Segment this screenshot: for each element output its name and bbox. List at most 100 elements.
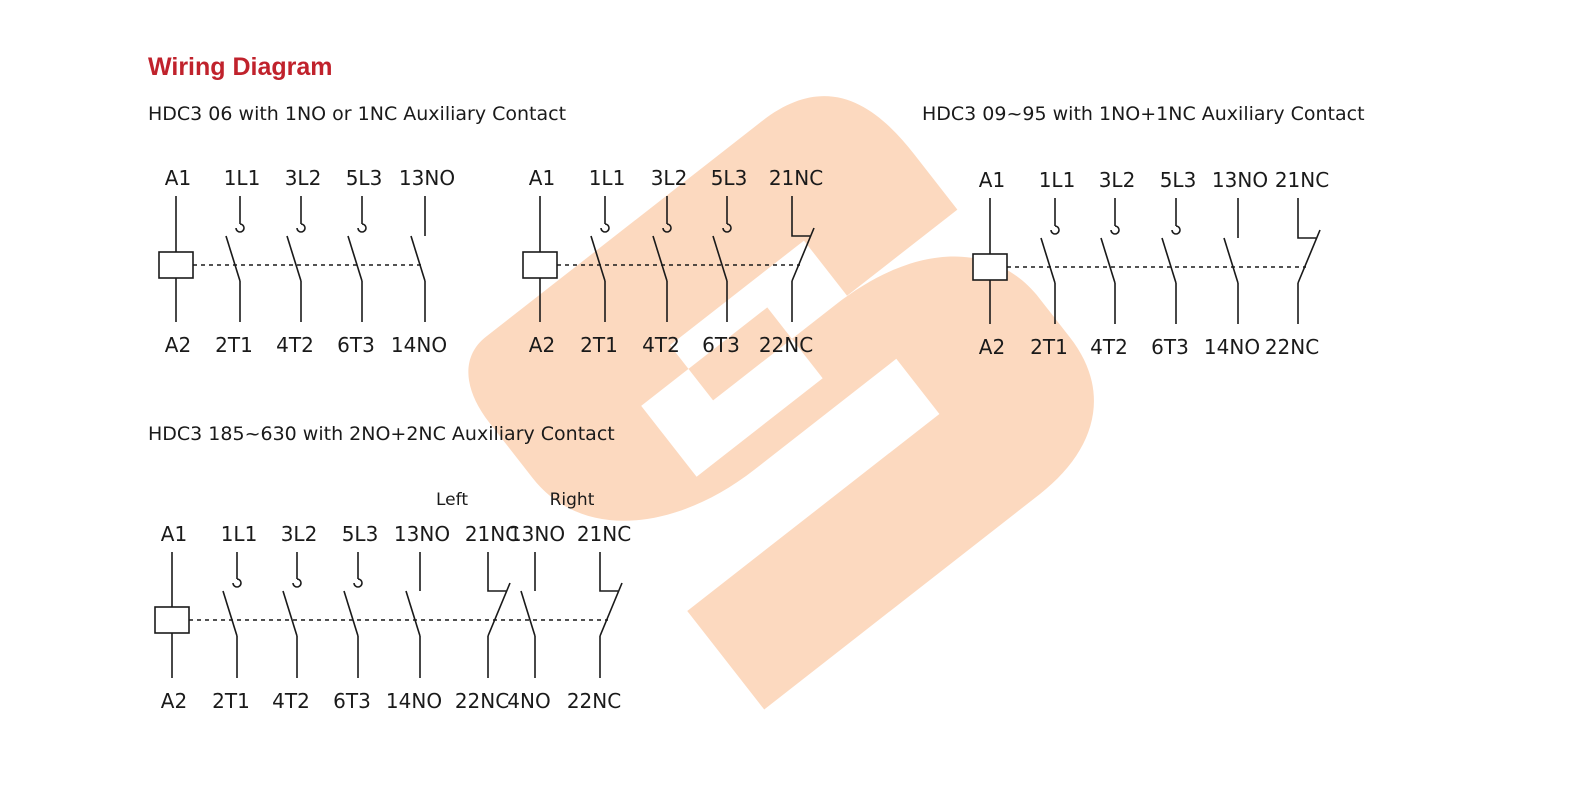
contact-blade — [712, 235, 728, 282]
terminal-bottom-label: A2 — [165, 333, 191, 357]
arc-chute-symbol — [1171, 225, 1181, 235]
terminal-bottom-label: 4T2 — [276, 333, 314, 357]
terminal-top-label: 5L3 — [346, 166, 383, 190]
contact-blade — [286, 235, 302, 282]
no-contact-blade — [1223, 237, 1239, 284]
contact-blade — [222, 590, 238, 637]
contact-blade — [1100, 237, 1116, 284]
terminal-top-label: 5L3 — [1160, 168, 1197, 192]
contact-blade — [590, 235, 606, 282]
nc-wire-top — [791, 196, 810, 237]
arc-chute-symbol — [357, 223, 367, 233]
terminal-main: 3L2 4T2 — [272, 522, 317, 713]
arc-chute-symbol — [600, 223, 610, 233]
terminal-top-label: A1 — [161, 522, 187, 546]
terminal-top-label: A1 — [979, 168, 1005, 192]
terminal-bottom-label: 22NC — [759, 333, 813, 357]
arc-chute-symbol — [296, 223, 306, 233]
terminal-no: 13NO 4NO — [507, 522, 565, 713]
terminal-top-label: 21NC — [465, 522, 519, 546]
diagram-subtitle: HDC3 185~630 with 2NO+2NC Auxiliary Cont… — [148, 423, 615, 445]
terminal-main: 1L1 2T1 — [212, 522, 257, 713]
terminal-top-label: 3L2 — [281, 522, 318, 546]
terminal-main: 5L3 6T3 — [1151, 168, 1196, 359]
contact-blade — [652, 235, 668, 282]
coil-symbol — [154, 606, 190, 634]
no-contact-blade — [405, 590, 421, 637]
terminal-bottom-label: 2T1 — [212, 689, 250, 713]
terminal-top-label: 13NO — [394, 522, 450, 546]
coil-symbol — [972, 253, 1008, 281]
terminal-top-label: 1L1 — [589, 166, 626, 190]
terminal-top-label: 21NC — [577, 522, 631, 546]
diagram-hdc3-09-95: HDC3 09~95 with 1NO+1NC Auxiliary Contac… — [922, 103, 1365, 359]
contact-blade — [282, 590, 298, 637]
terminal-top-label: 13NO — [509, 522, 565, 546]
coil-symbol — [522, 251, 558, 279]
terminal-bottom-label: 2T1 — [1030, 335, 1068, 359]
no-contact-blade — [520, 590, 536, 637]
terminal-top-label: A1 — [165, 166, 191, 190]
watermark-logo — [468, 96, 1094, 710]
terminal-bottom-label: 6T3 — [337, 333, 375, 357]
terminal-bottom-label: 22NC — [1265, 335, 1319, 359]
terminal-no: 13NO 14NO — [386, 522, 450, 713]
terminal-bottom-label: A2 — [529, 333, 555, 357]
nc-wire-top — [599, 552, 618, 592]
terminal-bottom-label: 14NO — [1204, 335, 1260, 359]
terminal-top-label: 3L2 — [285, 166, 322, 190]
arc-chute-symbol — [1110, 225, 1120, 235]
terminal-bottom-label: 4T2 — [642, 333, 680, 357]
arc-chute-symbol — [292, 578, 302, 588]
nc-contact-blade — [791, 227, 815, 282]
terminal-bottom-label: 6T3 — [1151, 335, 1189, 359]
terminal-main: 3L2 4T2 — [276, 166, 321, 357]
terminal-bottom-label: 4T2 — [1090, 335, 1128, 359]
terminal-main: 1L1 2T1 — [580, 166, 625, 357]
terminal-bottom-label: 6T3 — [333, 689, 371, 713]
terminal-top-label: 3L2 — [651, 166, 688, 190]
aux-group-label: Right — [550, 490, 595, 510]
terminal-main: 1L1 2T1 — [1030, 168, 1075, 359]
page-title: Wiring Diagram — [148, 53, 333, 81]
terminal-top-label: 1L1 — [221, 522, 258, 546]
diagram-hdc3-185-630: HDC3 185~630 with 2NO+2NC Auxiliary Cont… — [148, 423, 631, 713]
terminal-bottom-label: 14NO — [386, 689, 442, 713]
arc-chute-symbol — [353, 578, 363, 588]
arc-chute-symbol — [235, 223, 245, 233]
terminal-nc: 21NC 22NC — [455, 522, 519, 713]
terminal-top-label: 5L3 — [342, 522, 379, 546]
nc-contact-blade — [487, 582, 511, 637]
terminal-bottom-label: 4NO — [507, 689, 550, 713]
nc-wire-top — [1297, 198, 1316, 239]
terminal-top-label: 13NO — [399, 166, 455, 190]
terminal-top-label: 13NO — [1212, 168, 1268, 192]
terminal-top-label: 21NC — [769, 166, 823, 190]
nc-wire-top — [487, 552, 506, 592]
terminal-bottom-label: 2T1 — [580, 333, 618, 357]
terminal-no: 13NO 14NO — [1204, 168, 1268, 359]
aux-group-label: Left — [436, 490, 468, 510]
terminal-main: 5L3 6T3 — [333, 522, 378, 713]
contact-blade — [1040, 237, 1056, 284]
contact-blade — [1161, 237, 1177, 284]
terminal-nc: 21NC 22NC — [759, 166, 823, 357]
terminal-bottom-label: 22NC — [455, 689, 509, 713]
contact-blade — [347, 235, 363, 282]
terminal-bottom-label: A2 — [161, 689, 187, 713]
terminal-top-label: 1L1 — [1039, 168, 1076, 192]
terminal-bottom-label: 4T2 — [272, 689, 310, 713]
terminal-main: 5L3 6T3 — [337, 166, 382, 357]
diagram-subtitle: HDC3 06 with 1NO or 1NC Auxiliary Contac… — [148, 103, 566, 125]
nc-contact-blade — [1297, 229, 1321, 284]
